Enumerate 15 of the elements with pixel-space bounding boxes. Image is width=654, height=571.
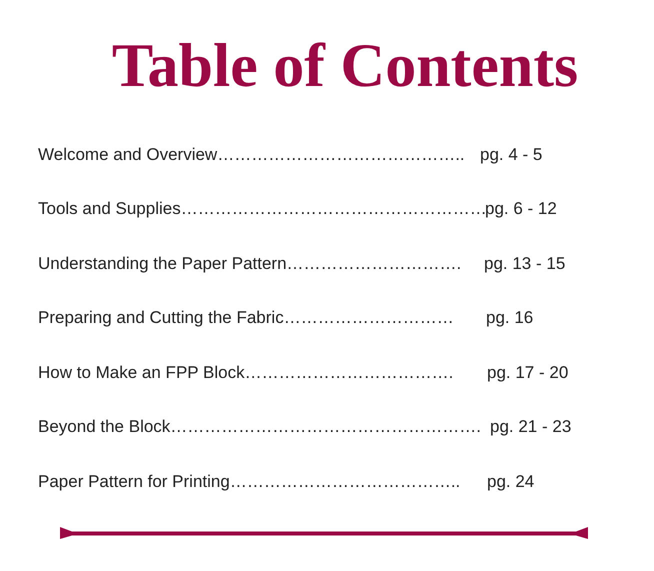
contents-entry: Welcome and Overview……………………………………..	[38, 145, 465, 165]
page-number: pg. 16	[486, 308, 534, 328]
contents-entry: Beyond the Block……………………………………………….	[38, 417, 482, 437]
heading: Table of Contents	[110, 32, 580, 100]
page-number: pg. 17 - 20	[487, 363, 568, 383]
page-number: pg. 13 - 15	[484, 254, 566, 274]
page-number: pg. 21 - 23	[490, 417, 572, 437]
contents-entry: Understanding the Paper Pattern………………………….	[38, 254, 462, 274]
page-number: pg. 6 - 12	[485, 199, 557, 219]
page-number: pg. 4 - 5	[480, 145, 542, 165]
contents-entry: How to Make an FPP Block……………………………….	[38, 363, 454, 383]
contents-entry: Tools and Supplies………………………………………………	[38, 199, 487, 219]
contents-entry: Preparing and Cutting the Fabric…………………………	[38, 308, 454, 328]
contents-entry: Paper Pattern for Printing…………………………………..	[38, 472, 460, 492]
page-number: pg. 24	[487, 472, 534, 492]
